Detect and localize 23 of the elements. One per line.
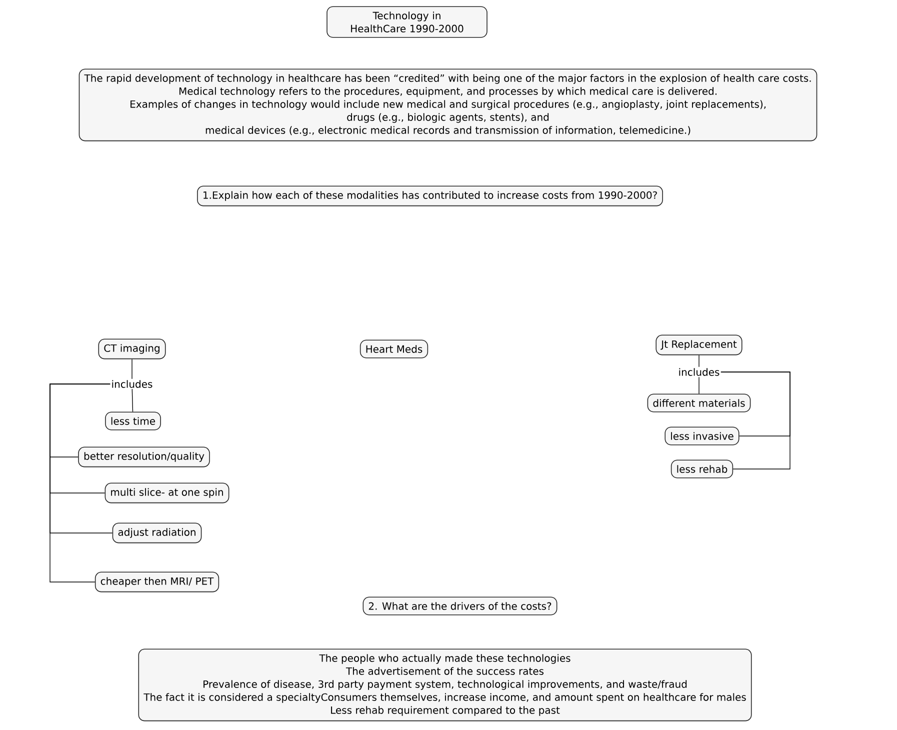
concept-box: different materials (647, 394, 751, 412)
question-box: 1.Explain how each of these modalities has contributed to increase costs from 1990-2000? (197, 186, 663, 206)
connector-line (698, 376, 700, 394)
answer-box: The people who actually made these technologies The advertisement of the success rates Prevalence of disease, 3rd party payment system, technological improvements, and waste/fraud The fact it is considered a specialtyConsumers themselves, increase income, and amount spent on healthcare for males Less rehab requirement compared to the past (138, 648, 752, 722)
concept-box: Heart Meds (360, 340, 428, 358)
linking-phrase: includes (110, 379, 154, 389)
concept-box: multi slice- at one spin (104, 482, 230, 504)
concept-box: Jt Replacement (656, 334, 742, 356)
connector-line (132, 388, 134, 412)
concept-box: adjust radiation (112, 522, 202, 544)
connector-line (50, 384, 110, 582)
concept-box: less rehab (670, 460, 734, 478)
title-box: Technology in HealthCare 1990-2000 (326, 6, 488, 38)
concept-box: cheaper then MRI/ PET (94, 572, 220, 592)
connector-line (698, 354, 700, 368)
concept-box: less invasive (664, 426, 740, 446)
question-box: 2. What are the drivers of the costs? (362, 596, 558, 616)
concept-box: CT imaging (98, 338, 166, 360)
concept-box: better resolution/quality (78, 446, 210, 468)
concept-box: less time (105, 412, 161, 430)
description-box: The rapid development of technology in healthcare has been “credited” with being one of the major factors in the explosion of health care costs. Medical technology refers to the procedures, equipment, and processes by which medical care is delivered. Examples of changes in technology would include new medical and surgical procedures (e.g., angioplasty, joint replacements), drugs (e.g., biologic agents, stents), and medical devices (e.g., electronic medical records and transmission of information, telemedicine.) (78, 68, 818, 142)
connector-line (720, 372, 790, 470)
linking-phrase: includes (677, 367, 721, 377)
